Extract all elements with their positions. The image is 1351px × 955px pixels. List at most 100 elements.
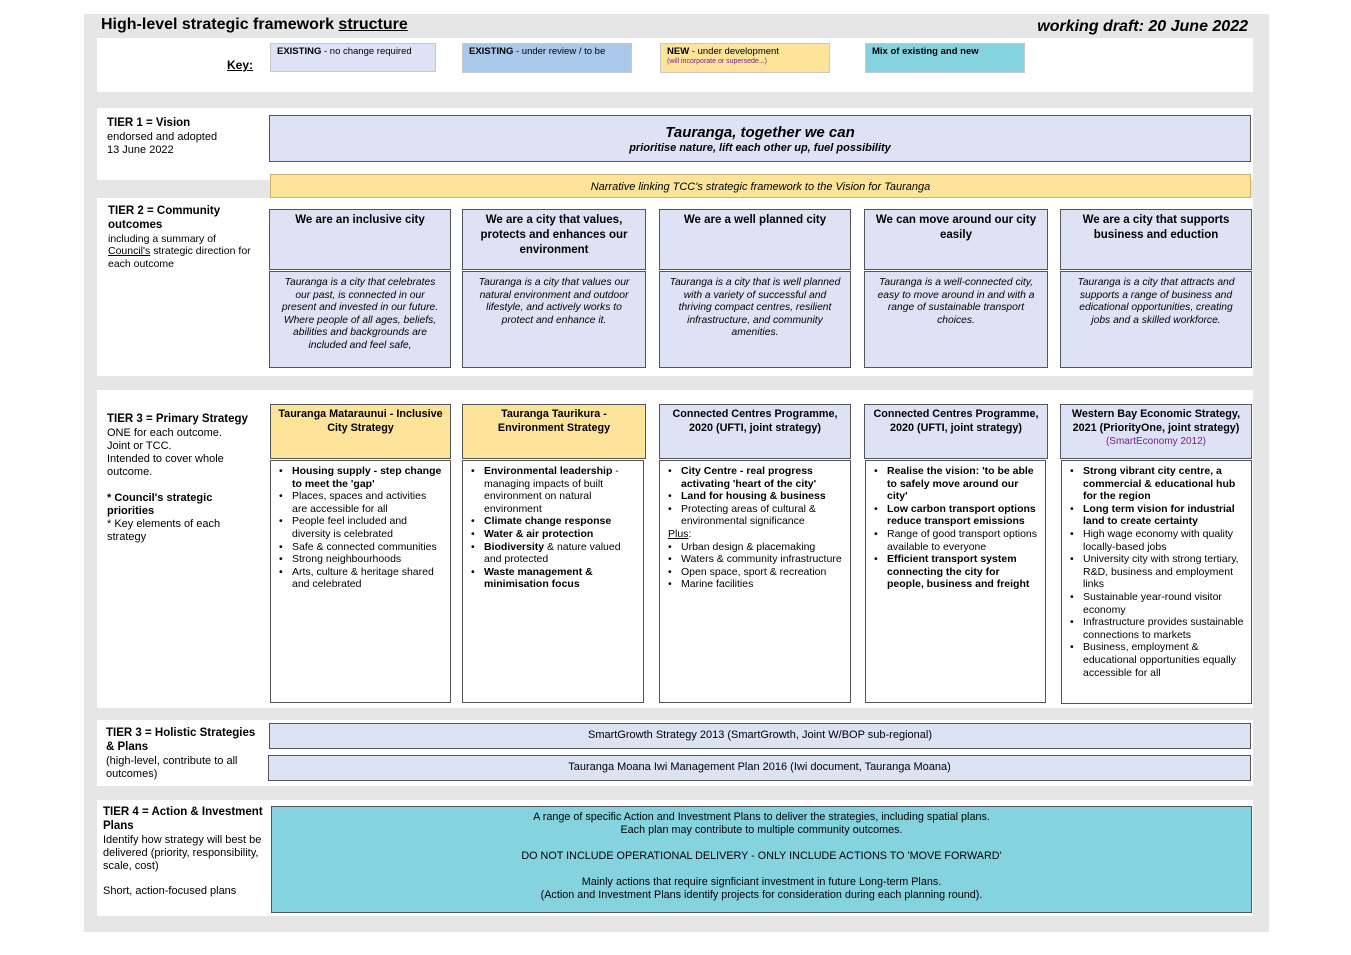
bullet-text: & nature valued and protected: [484, 540, 621, 566]
tier1-line1: endorsed and adopted: [107, 130, 218, 143]
bullet-text: Sustainable year-round visitor economy: [1083, 590, 1222, 616]
bullet-item: Arts, culture & heritage shared and cele…: [279, 566, 444, 591]
vision-subtitle: prioritise nature, lift each other up, f…: [629, 142, 891, 154]
bullet-text: Business, employment & educational oppor…: [1083, 641, 1236, 679]
plus-text: Plus: [668, 527, 689, 540]
bullet-text: Realise the vision: 'to be able to safel…: [887, 465, 1034, 503]
title-underlined-text: structure: [338, 16, 408, 33]
bullet-item: Sustainable year-round visitor economy: [1070, 591, 1245, 616]
strategy-head-3: Connected Centres Programme, 2020 (UFTI,…: [659, 404, 851, 459]
strategy-head-5-title: Western Bay Economic Strategy, 2021 (Pri…: [1071, 408, 1241, 435]
bullet-text: Land for housing & business: [681, 490, 826, 503]
strategy-bullets-2: Environmental leadership - managing impa…: [462, 460, 644, 703]
bullet-item: City Centre - real progress activating '…: [668, 465, 844, 490]
bullet-item: Waste management & minimisation focus: [471, 566, 637, 591]
bullet-item: Safe & connected communities: [279, 541, 444, 554]
bullet-item: Marine facilities: [668, 578, 844, 591]
tier3-line3: Intended to cover whole outcome.: [107, 453, 224, 479]
holistic-plan-smartgrowth: SmartGrowth Strategy 2013 (SmartGrowth, …: [269, 723, 1251, 749]
bullet-item: Biodiversity & nature valued and protect…: [471, 541, 637, 566]
bullet-item: Realise the vision: 'to be able to safel…: [874, 465, 1039, 503]
bullet-item: Housing supply - step change to meet the…: [279, 465, 444, 490]
bullet-text: Climate change response: [484, 515, 612, 528]
strategy-head-5-sub: (SmartEconomy 2012): [1105, 436, 1207, 448]
bullet-item: Business, employment & educational oppor…: [1070, 641, 1245, 679]
key-mix: Mix of existing and new: [865, 43, 1025, 73]
tier4-desc2: Short, action-focused plans: [103, 885, 237, 898]
bullet-item: Land for housing & business: [668, 490, 844, 503]
tier3-line1: ONE for each outcome.: [107, 426, 222, 439]
bullet-text: Urban design & placemaking: [681, 540, 816, 553]
bullet-text: Water & air protection: [484, 527, 594, 540]
bullet-item: High wage economy with quality locally-b…: [1070, 528, 1245, 553]
tier1-line2: 13 June 2022: [107, 143, 174, 156]
action-line: DO NOT INCLUDE OPERATIONAL DELIVERY - ON…: [521, 850, 1002, 862]
bullet-item: University city with strong tertiary, R&…: [1070, 553, 1245, 591]
bullet-item: Places, spaces and activities are access…: [279, 490, 444, 515]
bullet-item: Range of good transport options availabl…: [874, 528, 1039, 553]
bullet-item: Protecting areas of cultural & environme…: [668, 503, 844, 528]
bullet-text: Protecting areas of cultural & environme…: [681, 502, 816, 528]
strategy-head-5: Western Bay Economic Strategy, 2021 (Pri…: [1060, 404, 1252, 459]
bullet-item: Urban design & placemaking: [668, 541, 844, 554]
strategy-head-2: Tauranga Taurikura - Environment Strateg…: [462, 404, 646, 459]
tier2-line1: including a summary of: [108, 232, 216, 245]
key-item-bold: EXISTING: [277, 46, 322, 57]
tier3-title: TIER 3 = Primary Strategy: [107, 413, 248, 425]
key-item-text: - under review / to be: [513, 46, 606, 57]
bullet-item: Water & air protection: [471, 528, 637, 541]
outcome-head-3: We are a well planned city: [659, 209, 851, 270]
vision-title: Tauranga, together we can: [665, 124, 855, 141]
key-existing-under-review: EXISTING - under review / to be: [462, 43, 632, 73]
bullet-text: People feel included and diversity is ce…: [292, 515, 408, 540]
bullet-text: Marine facilities: [681, 578, 754, 591]
tier4-label: TIER 4 = Action & Investment Plans Ident…: [103, 806, 263, 898]
draft-date: working draft: 20 June 2022: [1037, 18, 1248, 35]
tier3-holistic-title: TIER 3 = Holistic Strategies & Plans: [106, 727, 256, 753]
bullet-text: Infrastructure provides sustainable conn…: [1083, 616, 1244, 641]
bullet-text: - managing impacts of built environment …: [484, 465, 619, 515]
action-line: Each plan may contribute to multiple com…: [620, 824, 903, 836]
bullet-item: Low carbon transport options reduce tran…: [874, 503, 1039, 528]
key-item-text: - no change required: [321, 46, 412, 57]
title-text: High-level strategic framework: [101, 16, 339, 33]
strategy-bullets-5: Strong vibrant city centre, a commercial…: [1061, 460, 1252, 704]
bullet-text: City Centre - real progress activating '…: [681, 465, 817, 490]
strategy-bullets-1: Housing supply - step change to meet the…: [270, 460, 451, 703]
tier2-label: TIER 2 = Community outcomes including a …: [108, 205, 258, 270]
tier3-holistic-desc: (high-level, contribute to all outcomes): [106, 754, 238, 780]
outcome-desc-3: Tauranga is a city that is well planned …: [659, 271, 851, 368]
bullet-text: Open space, sport & recreation: [681, 565, 827, 578]
outcome-head-2: We are a city that values, protects and …: [462, 209, 646, 270]
key-item-note: (will incorporate or supersede...): [667, 57, 767, 65]
page-title: High-level strategic framework structure: [101, 16, 408, 34]
bullet-bold: Environmental leadership: [484, 465, 613, 477]
bullet-item: Strong neighbourhoods: [279, 553, 444, 566]
tier2-title: TIER 2 = Community outcomes: [108, 205, 221, 231]
outcome-desc-5: Tauranga is a city that attracts and sup…: [1060, 271, 1252, 368]
key-item-bold: Mix of existing and new: [872, 46, 979, 57]
key-item-bold: NEW: [667, 46, 690, 57]
action-line: Mainly actions that require signficiant …: [581, 876, 942, 888]
action-line: (Action and Investment Plans identify pr…: [540, 889, 983, 901]
bullet-item: Waters & community infrastructure: [668, 553, 844, 566]
bullet-item: Long term vision for industrial land to …: [1070, 503, 1245, 528]
plus-label: Plus:: [668, 527, 692, 540]
bullet-item: Infrastructure provides sustainable conn…: [1070, 616, 1245, 641]
bullet-text: Long term vision for industrial land to …: [1083, 502, 1235, 528]
action-line: [272, 837, 1251, 850]
tier4-title: TIER 4 = Action & Investment Plans: [103, 806, 263, 832]
bullet-bold: Biodiversity: [484, 540, 545, 553]
action-plans-box: A range of specific Action and Investmen…: [271, 806, 1252, 913]
bullet-item: People feel included and diversity is ce…: [279, 515, 444, 540]
tier4-desc: Identify how strategy will best be deliv…: [103, 833, 262, 872]
bullet-text: Waters & community infrastructure: [681, 553, 842, 566]
strategy-head-4: Connected Centres Programme, 2020 (UFTI,…: [864, 404, 1048, 459]
action-line: [272, 863, 1251, 876]
tier3-label: TIER 3 = Primary Strategy ONE for each o…: [107, 413, 257, 544]
tier3-note2: * Key elements of each strategy: [107, 517, 221, 544]
bullet-text: Efficient transport system connecting th…: [887, 553, 1030, 591]
key-item-text: - under development: [689, 46, 779, 57]
outcome-head-5: We are a city that supports business and…: [1060, 209, 1252, 270]
